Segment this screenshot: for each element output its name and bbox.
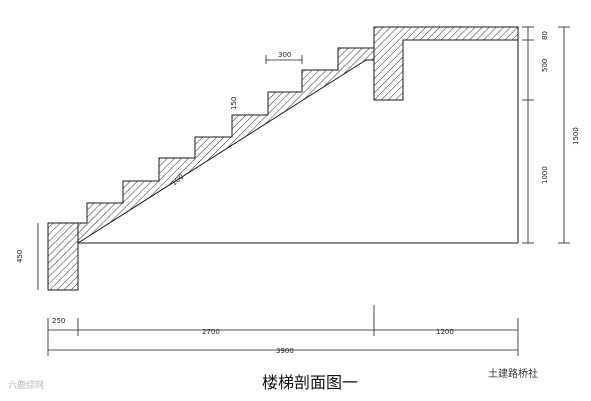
dim-label-500: 500 bbox=[541, 59, 549, 72]
drawing-title: 楼梯剖面图一 bbox=[262, 373, 358, 392]
watermark-right: 土建路桥社 bbox=[488, 367, 538, 380]
stair-flight bbox=[48, 47, 375, 244]
watermark-left: 六鹿综网 bbox=[8, 379, 44, 391]
dim-height-450: 450 bbox=[16, 223, 39, 290]
dim-label-300: 300 bbox=[278, 51, 291, 59]
dim-bottom: 250 2700 1200 3900 bbox=[47, 305, 519, 356]
dim-right-column: 80 500 1000 1500 bbox=[522, 26, 580, 244]
dim-label-80: 80 bbox=[541, 31, 549, 40]
dim-label-250: 250 bbox=[52, 317, 65, 325]
dim-label-450: 450 bbox=[16, 250, 24, 263]
dim-label-2700: 2700 bbox=[202, 328, 220, 336]
dim-label-1500: 1500 bbox=[572, 127, 580, 145]
top-landing bbox=[373, 26, 519, 101]
dim-label-1200: 1200 bbox=[436, 328, 454, 336]
dim-label-150: 150 bbox=[230, 97, 238, 110]
dim-label-1000: 1000 bbox=[541, 166, 549, 184]
bottom-footing bbox=[47, 222, 79, 291]
dim-tread-300: 300 bbox=[265, 51, 303, 64]
dim-label-3900: 3900 bbox=[276, 347, 294, 355]
